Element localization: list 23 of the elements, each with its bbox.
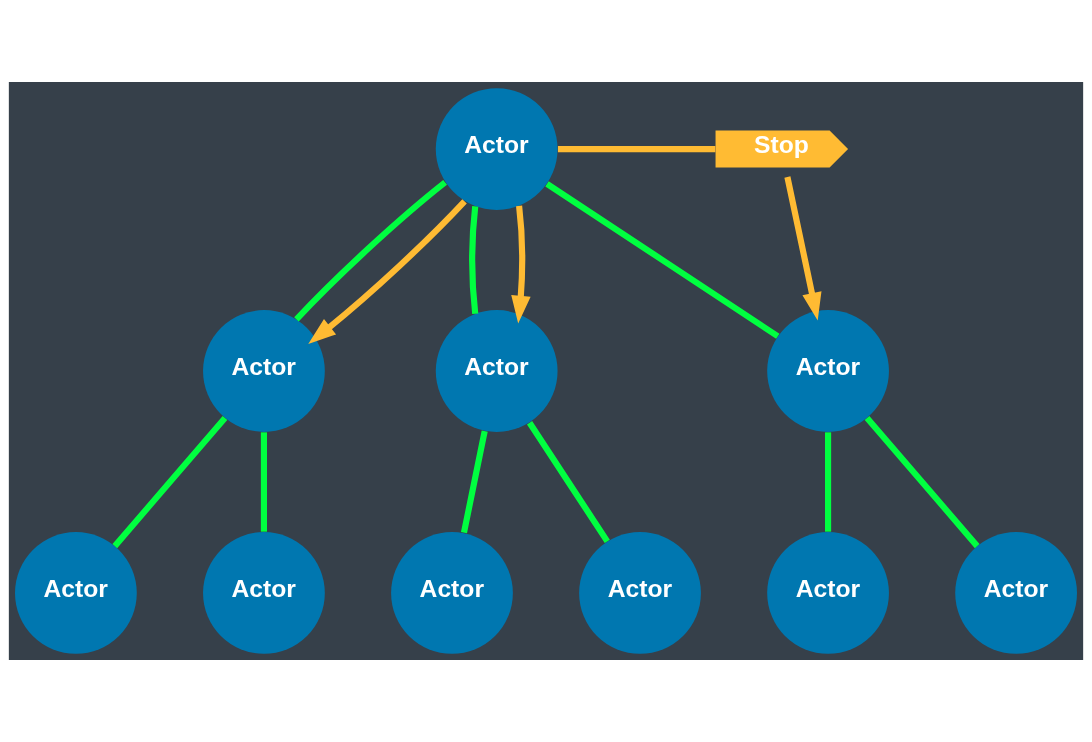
- connector: [545, 181, 780, 339]
- connector: [864, 415, 980, 549]
- node-circle: Actor: [767, 532, 889, 654]
- connector: [460, 430, 488, 534]
- arrow: [784, 176, 822, 321]
- connector: [112, 415, 228, 549]
- node-circle: Actor: [203, 310, 325, 432]
- node-circle: Actor: [391, 532, 513, 654]
- connector: [824, 432, 832, 532]
- node-circle: Actor: [767, 310, 889, 432]
- node-circle: Actor: [15, 532, 137, 654]
- connector: [527, 421, 610, 544]
- connector: [260, 432, 268, 532]
- arrow: [511, 205, 531, 324]
- node-circle: Actor: [955, 532, 1077, 654]
- connector: [557, 145, 716, 153]
- connector: [294, 180, 448, 322]
- node-circle: Actor: [435, 310, 558, 432]
- connector: [469, 206, 479, 315]
- node-circle: Actor: [579, 532, 701, 654]
- node-circle: Actor: [203, 532, 325, 654]
- node-circle: Actor: [435, 88, 558, 210]
- arrow: [308, 199, 467, 345]
